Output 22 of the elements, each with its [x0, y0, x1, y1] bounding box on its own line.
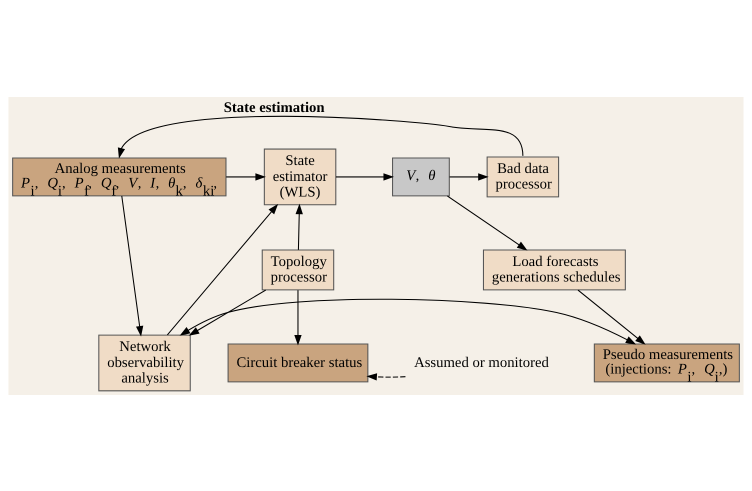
arrow [226, 172, 266, 180]
node-text: Assumed or monitored [414, 354, 549, 370]
node-box: Bad data processor [486, 156, 560, 197]
node-box: Circuit breaker status [228, 343, 368, 382]
arrow [188, 289, 266, 336]
node-box: Topology processor [262, 248, 334, 290]
arrow [447, 195, 528, 250]
arrow [121, 195, 144, 336]
node-box: V, θ [392, 156, 450, 196]
arrow [118, 115, 524, 158]
node-box: Network observability analysis [98, 334, 191, 391]
arrow [180, 298, 636, 344]
arrow [336, 172, 394, 180]
arrow [578, 289, 646, 344]
arrow [294, 290, 302, 345]
arrow [450, 172, 489, 180]
arrow [166, 203, 278, 335]
edge-label: State estimation [224, 99, 325, 116]
node-box: State estimator (WLS) [264, 148, 336, 205]
arrow [296, 203, 303, 250]
node-box: Load forecasts generations schedules [482, 248, 626, 290]
arrow [366, 372, 406, 380]
